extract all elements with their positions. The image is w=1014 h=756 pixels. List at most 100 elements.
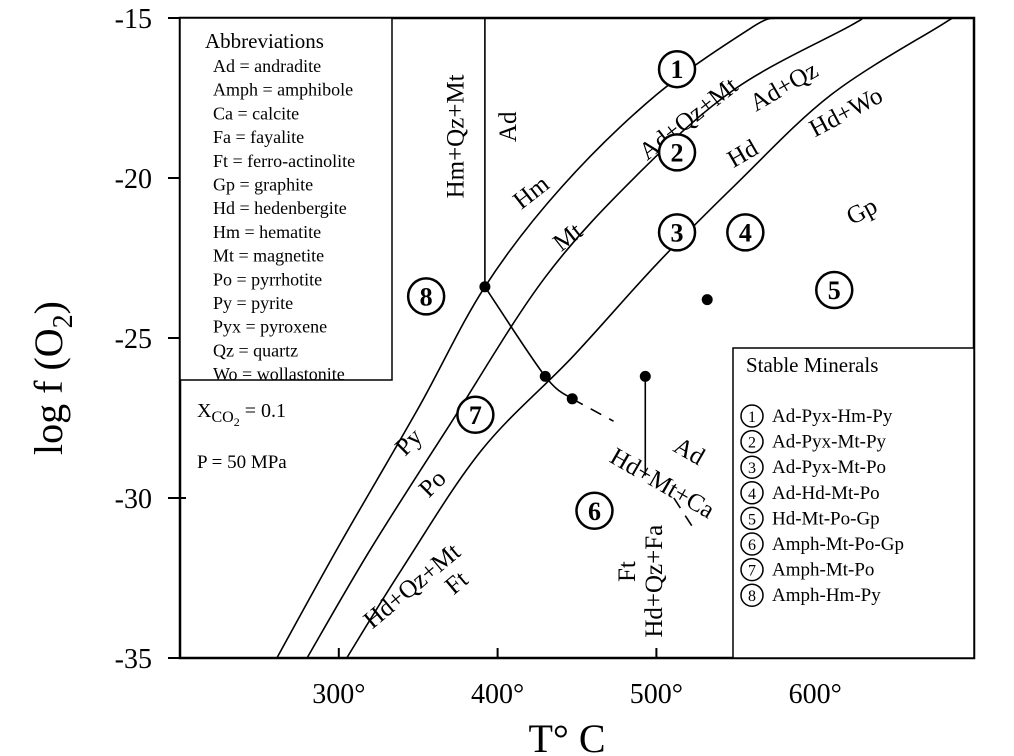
phase-boundaries <box>276 18 955 658</box>
y-tick-label: -15 <box>115 4 152 35</box>
xco2-main: X <box>197 400 212 422</box>
x-tick-label: 400° <box>471 679 524 710</box>
field-label: Hd+Qz+Fa <box>641 525 668 638</box>
abbreviation-item: Hd = hedenbergite <box>213 198 347 218</box>
field-label: Ad <box>495 111 522 142</box>
legend-number: 7 <box>748 563 756 580</box>
field-label: Mt <box>548 218 588 257</box>
y-tick-label: -20 <box>115 164 152 195</box>
y-axis-label-sub: 2 <box>48 314 79 328</box>
legend-number: 5 <box>748 511 756 528</box>
abbreviation-item: Py = pyrite <box>213 293 293 313</box>
legend-assemblage: Amph-Mt-Po-Gp <box>772 534 904 555</box>
abbreviation-item: Hm = hematite <box>213 222 321 242</box>
y-axis-label-close: ) <box>26 301 71 314</box>
assemblage-number-circle <box>657 213 697 252</box>
legend-number-circle <box>740 532 764 556</box>
legend-number: 6 <box>748 537 756 554</box>
field-label: Gp <box>842 193 882 231</box>
invariant-point-marker <box>539 370 551 382</box>
assemblage-number: 2 <box>671 138 684 167</box>
field-label: Ad <box>669 432 709 471</box>
assemblage-number-circle <box>726 213 765 252</box>
assemblage-number: 7 <box>469 401 482 430</box>
assemblage-number-circle <box>657 49 697 89</box>
abbreviation-item: Gp = graphite <box>213 175 313 195</box>
legend-assemblage: Ad-Pyx-Mt-Po <box>772 457 886 478</box>
phase-boundary-line <box>306 18 864 658</box>
assemblage-number: 3 <box>671 218 684 247</box>
y-axis-label-main: log f (O <box>26 328 71 455</box>
field-label: Hm+Qz+Mt <box>443 74 470 198</box>
abbreviation-item: Wo = wollastonite <box>213 364 345 384</box>
abbreviations-box <box>179 17 393 381</box>
abbreviation-item: Ft = ferro-actinolite <box>213 151 355 171</box>
legend-assemblage: Hd-Mt-Po-Gp <box>772 508 880 529</box>
xco2-value: = 0.1 <box>240 400 286 422</box>
legend-assemblage: Ad-Pyx-Mt-Py <box>772 432 887 453</box>
abbreviations-title: Abbreviations <box>205 29 324 53</box>
pressure-condition: P = 50 MPa <box>197 452 287 473</box>
legend-assemblage: Amph-Mt-Po <box>772 560 874 581</box>
legend-number-circle <box>740 557 764 582</box>
legend-number-circle <box>740 506 764 531</box>
x-tick-label: 600° <box>789 679 842 710</box>
assemblage-number: 4 <box>739 218 752 247</box>
legend-number: 4 <box>748 486 756 503</box>
assemblage-number-circle <box>815 270 854 310</box>
phase-boundary-line <box>276 18 776 658</box>
field-label: Hd+Wo <box>805 82 887 143</box>
assemblage-number: 5 <box>828 276 841 305</box>
legend-assemblage: Ad-Pyx-Hm-Py <box>772 406 893 427</box>
legend-assemblage: Ad-Hd-Mt-Po <box>772 483 880 504</box>
stable-minerals-box <box>732 347 975 659</box>
y-tick-label: -25 <box>115 324 152 355</box>
phase-boundary-line <box>346 18 955 658</box>
y-axis-label: log f (O2) <box>26 301 79 455</box>
field-label: Ad+Qz <box>745 57 822 117</box>
assemblage-number-circle <box>657 133 697 172</box>
legend-number-circle <box>740 404 764 428</box>
invariant-point-marker <box>566 393 578 405</box>
legend-number: 8 <box>748 588 756 605</box>
x-axis-label: T° C <box>528 716 605 756</box>
xco2-condition: XCO2 = 0.1 <box>197 400 286 429</box>
assemblage-number-circle <box>406 277 446 316</box>
phase-boundary-line <box>484 286 573 400</box>
invariant-points <box>479 281 713 405</box>
abbreviation-item: Mt = magnetite <box>213 246 324 266</box>
xco2-subsub: 2 <box>234 415 240 429</box>
metastable-extension-line <box>571 398 614 422</box>
assemblage-number-circle <box>456 395 495 435</box>
abbreviation-item: Po = pyrrhotite <box>213 269 322 289</box>
assemblage-number: 8 <box>420 282 433 311</box>
invariant-point-marker <box>479 281 491 293</box>
legend-number-circle <box>740 455 764 479</box>
abbreviation-item: Ca = calcite <box>213 103 299 123</box>
x-tick-label: 300° <box>312 679 365 710</box>
field-label: Ft <box>614 561 641 582</box>
legend-assemblage: Amph-Hm-Py <box>772 585 881 606</box>
xco2-sub: CO <box>211 409 233 426</box>
axis-ticks: 300°400°500°600°-15-20-25-30-35 <box>115 4 842 710</box>
field-label: Hd <box>723 134 763 173</box>
assemblage-numbers: 1 2 3 4 5 6 7 8 <box>406 49 854 531</box>
field-label: Hm <box>508 170 555 215</box>
abbreviation-item: Qz = quartz <box>213 340 298 360</box>
legend-number: 1 <box>748 409 756 426</box>
y-tick-label: -35 <box>115 644 152 675</box>
abbreviation-item: Fa = fayalite <box>213 127 304 147</box>
legend-number-circle <box>740 429 764 454</box>
field-label: Py <box>390 423 428 461</box>
abbreviation-item: Ad = andradite <box>213 56 321 76</box>
assemblage-number: 6 <box>588 497 601 526</box>
assemblage-number-circle <box>575 491 614 531</box>
legend-number-circle <box>740 481 764 505</box>
invariant-point-marker <box>639 370 651 382</box>
abbreviation-item: Amph = amphibole <box>213 80 353 100</box>
legend-number-circle <box>740 583 764 607</box>
stable-minerals-title: Stable Minerals <box>746 353 878 377</box>
